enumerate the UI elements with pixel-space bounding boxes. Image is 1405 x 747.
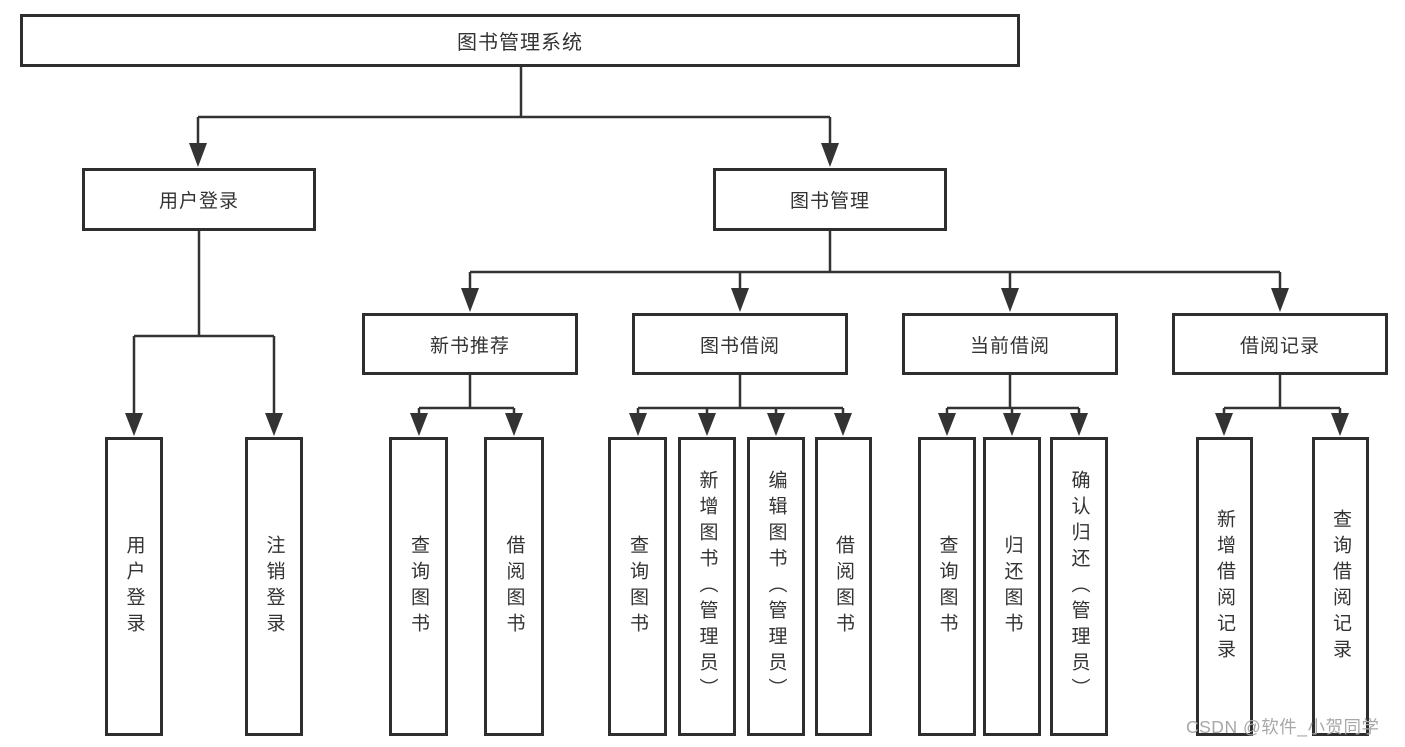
leaf-query-books-recommend: 查询图书 <box>389 437 448 736</box>
leaf-borrow-books: 借阅图书 <box>815 437 872 736</box>
node-current-borrow: 当前借阅 <box>902 313 1118 375</box>
leaf-query-books-borrow: 查询图书 <box>608 437 667 736</box>
leaf-borrow-books-recommend: 借阅图书 <box>484 437 544 736</box>
leaf-confirm-return-admin: 确认归还（管理员） <box>1050 437 1108 736</box>
leaf-add-books-admin: 新增图书（管理员） <box>678 437 736 736</box>
leaf-add-borrow-record: 新增借阅记录 <box>1196 437 1253 736</box>
connector-user-login-branch <box>132 231 276 415</box>
leaf-query-borrow-record: 查询借阅记录 <box>1312 437 1369 736</box>
leaf-logout: 注销登录 <box>245 437 303 736</box>
connector-root-to-level2 <box>196 67 832 146</box>
leaf-edit-books-admin: 编辑图书（管理员） <box>747 437 805 736</box>
leaf-return-books: 归还图书 <box>983 437 1041 736</box>
leaf-user-login: 用户登录 <box>105 437 163 736</box>
csdn-watermark: CSDN @软件_小贺同学 <box>1186 717 1380 737</box>
connector-book-management-branch <box>468 231 1282 291</box>
node-new-book-recommend: 新书推荐 <box>362 313 578 375</box>
connector-book-borrow-branch <box>636 374 845 415</box>
node-book-borrow: 图书借阅 <box>632 313 848 375</box>
node-library-management-system: 图书管理系统 <box>20 14 1020 67</box>
node-user-login: 用户登录 <box>82 168 316 231</box>
connector-current-borrow-branch <box>945 374 1081 415</box>
connector-borrow-records-branch <box>1222 374 1342 415</box>
connector-new-book-branch <box>417 374 516 415</box>
node-book-management: 图书管理 <box>713 168 947 231</box>
node-borrow-records: 借阅记录 <box>1172 313 1388 375</box>
leaf-query-books-current: 查询图书 <box>918 437 976 736</box>
